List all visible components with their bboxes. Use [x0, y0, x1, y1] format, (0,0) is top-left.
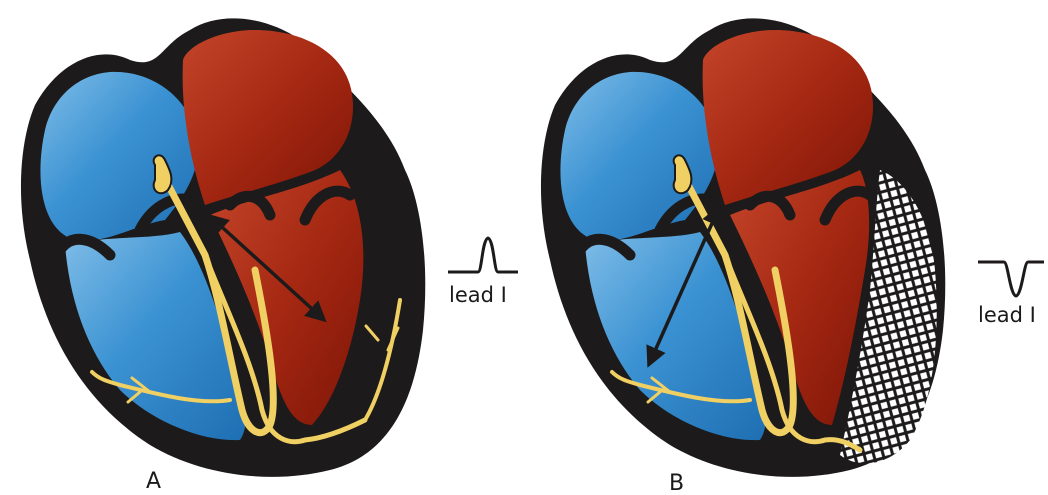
lead-label-a: lead I	[449, 283, 507, 307]
lead-label-b: lead I	[978, 303, 1036, 327]
panel-a: lead I A	[21, 18, 518, 494]
panel-letter-b: B	[669, 471, 684, 495]
lead-tracing-b	[978, 262, 1044, 296]
lead-tracing-a	[448, 238, 518, 272]
panel-b: lead I B	[541, 18, 1044, 495]
panel-letter-a: A	[146, 469, 161, 494]
